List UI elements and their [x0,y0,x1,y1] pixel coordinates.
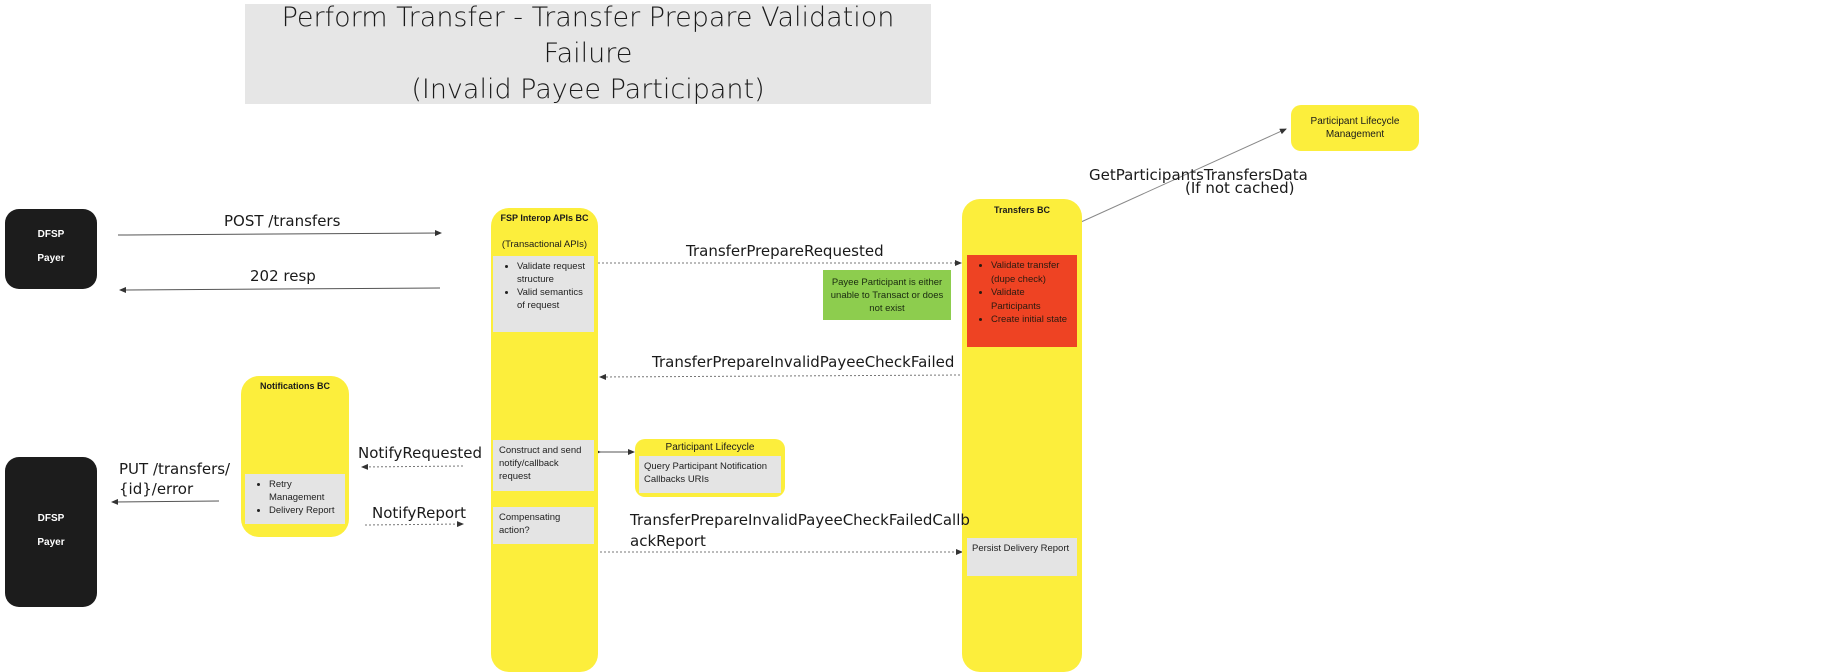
validate-request-list: Validate request structureValid semantic… [493,260,592,312]
label-202-resp: 202 resp [250,267,316,285]
dfsp-bottom-label: DFSP [37,513,65,524]
notifications-item: Retry Management [269,478,343,504]
lane-fsp-interop-title: FSP Interop APIs BC [500,213,589,223]
box-validate-request: Validate request structureValid semantic… [493,256,594,332]
box-compensating-action: Compensating action? [493,507,594,544]
dfsp-top-label: DFSP [37,229,65,240]
label-put-transfers: PUT /transfers/ [119,460,231,478]
lane-participant-lifecycle-management: Participant Lifecycle Management [1291,105,1419,151]
arrow-invalid-payee-check-failed [599,373,961,380]
notifications-list: Retry ManagementDelivery Report [245,478,343,517]
title-line-2: (Invalid Payee Participant) [411,74,765,105]
validate-request-item: Valid semantics of request [517,286,592,312]
dfsp-payer-bottom: DFSP Payer [5,457,97,607]
arrow-post-transfers [117,230,442,237]
notifications-item: Delivery Report [269,504,343,517]
label-invalid-payee-check-failed: TransferPrepareInvalidPayeeCheckFailed [652,353,955,371]
dfsp-top-role: Payer [37,253,65,264]
lane-fsp-interop-subtitle: (Transactional APIs) [501,239,588,250]
arrow-get-participants [1080,128,1287,223]
validate-request-item: Validate request structure [517,260,592,286]
label-callback-report-1: TransferPrepareInvalidPayeeCheckFailedCa… [630,511,970,529]
validate-transfer-item: Validate transfer (dupe check) [991,259,1075,286]
participant-lifecycle-title: Participant Lifecycle [665,442,755,453]
label-id-error: {id}/error [119,480,194,498]
lane-notifications-title: Notifications BC [259,381,330,391]
label-callback-report-2: ackReport [630,532,706,550]
box-persist-delivery-report: Persist Delivery Report [967,538,1077,576]
arrow-202-resp [119,286,441,293]
lane-transfers-title: Transfers BC [993,205,1051,215]
arrow-notify-requested [361,463,464,470]
label-notify-report: NotifyReport [372,504,467,522]
box-notifications-items: Retry ManagementDelivery Report [245,474,345,524]
dfsp-payer-top: DFSP Payer [5,209,97,289]
label-get-participants-data: GetParticipantsTransfersData [1089,166,1308,184]
title-line-1: Perform Transfer - Transfer Prepare Vali… [281,2,895,69]
arrow-notify-report [364,521,464,528]
dfsp-bottom-role: Payer [37,537,65,548]
note-payee-invalid: Payee Participant is either unable to Tr… [823,270,951,320]
box-validate-transfer: Validate transfer (dupe check)Validate P… [967,255,1077,347]
validate-transfer-list: Validate transfer (dupe check)Validate P… [967,259,1075,327]
box-construct-notify: Construct and send notify/callback reque… [493,440,594,491]
arrow-put-error [111,498,220,505]
label-transfer-prepare-requested: TransferPrepareRequested [686,242,884,260]
validate-transfer-item: Create initial state [991,313,1075,327]
validate-transfer-item: Validate Participants [991,286,1075,313]
label-notify-requested: NotifyRequested [358,444,483,462]
box-query-participant: Query Participant Notification Callbacks… [639,456,781,493]
label-post-transfers: POST /transfers [224,212,341,230]
label-if-not-cached: (If not cached) [1185,179,1295,197]
diagram-title: Perform Transfer - Transfer Prepare Vali… [245,2,931,105]
